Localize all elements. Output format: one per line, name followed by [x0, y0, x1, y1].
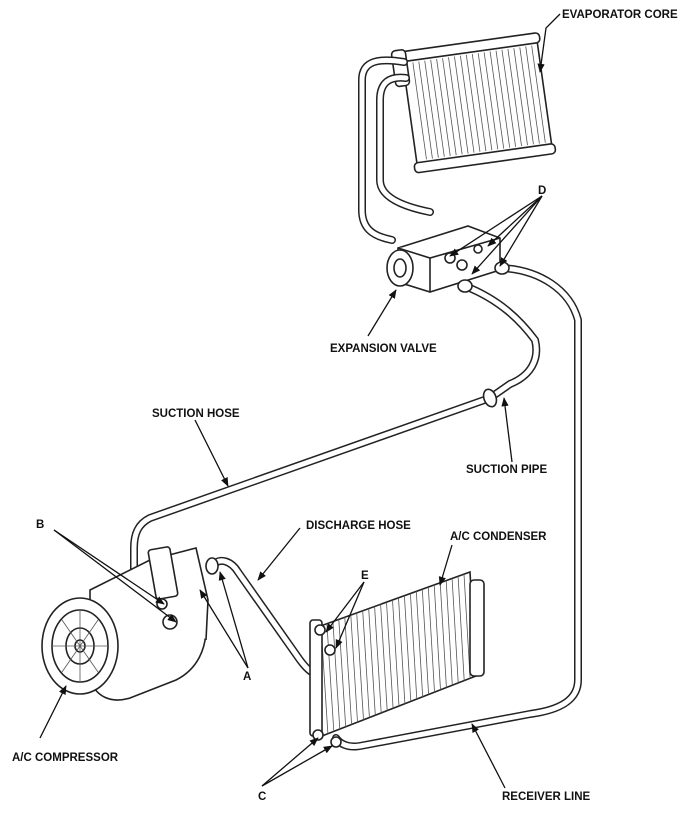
label-ac-compressor: A/C COMPRESSOR — [12, 752, 119, 764]
expansion-valve — [386, 225, 501, 293]
ac-condenser — [309, 570, 485, 748]
label-ac-condenser: A/C CONDENSER — [450, 531, 547, 543]
label-a: A — [243, 671, 251, 683]
label-c: C — [258, 791, 266, 803]
ac-compressor — [41, 546, 209, 701]
leader-lines — [39, 13, 561, 789]
label-discharge-hose: DISCHARGE HOSE — [306, 520, 411, 532]
receiver-line-tube — [332, 261, 582, 751]
label-d: D — [538, 185, 546, 197]
evaporator-core — [358, 32, 557, 244]
label-receiver-line: RECEIVER LINE — [502, 791, 591, 803]
label-b: B — [36, 519, 44, 531]
label-suction-pipe: SUCTION PIPE — [466, 464, 547, 476]
label-suction-hose: SUCTION HOSE — [152, 408, 240, 420]
label-evaporator-core: EVAPORATOR CORE — [562, 9, 678, 21]
label-e: E — [361, 570, 369, 582]
label-expansion-valve: EXPANSION VALVE — [330, 343, 437, 355]
